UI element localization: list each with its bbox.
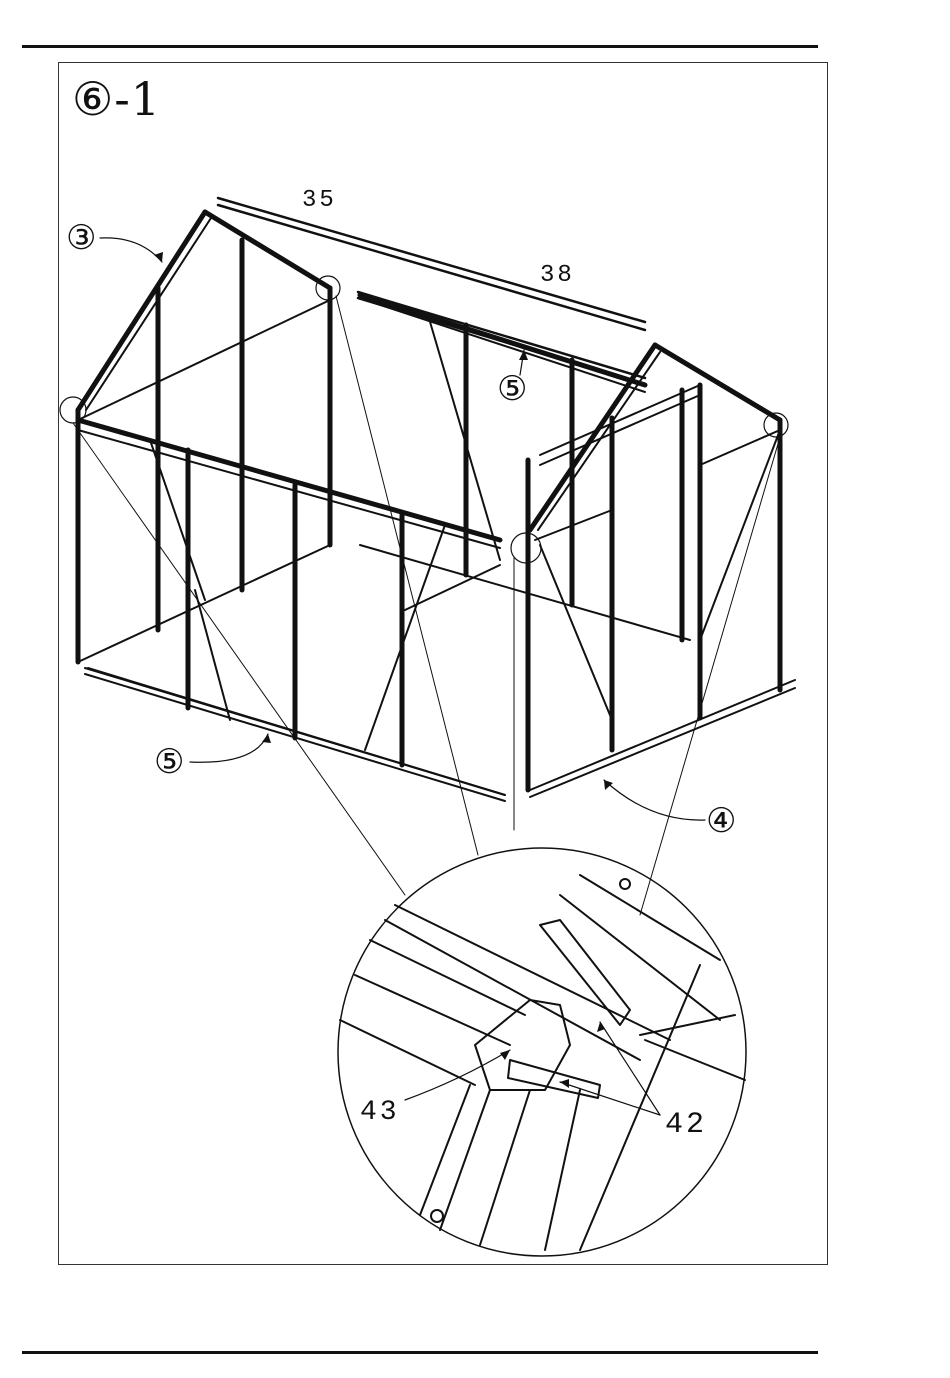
detail-part-leaders	[405, 1022, 660, 1115]
back-wall-braces	[360, 300, 690, 640]
callout-5-top: ⑤	[497, 372, 527, 406]
callout-5-bottom: ⑤	[154, 745, 184, 779]
part-label-42: 42	[665, 1108, 707, 1142]
part-label-43: 43	[360, 1097, 400, 1128]
part-label-38: 38	[540, 262, 575, 289]
callout-4: ④	[706, 804, 736, 838]
front-wall	[78, 420, 500, 765]
detail-leader-lines	[73, 296, 780, 915]
ridge-bars	[218, 198, 645, 384]
part-label-35: 35	[302, 187, 337, 214]
detail-magnifier	[338, 848, 746, 1256]
front-wall-braces	[78, 430, 505, 801]
callout-3: ③	[66, 221, 96, 255]
arrowheads	[154, 252, 613, 1088]
detail-contents	[340, 875, 745, 1250]
